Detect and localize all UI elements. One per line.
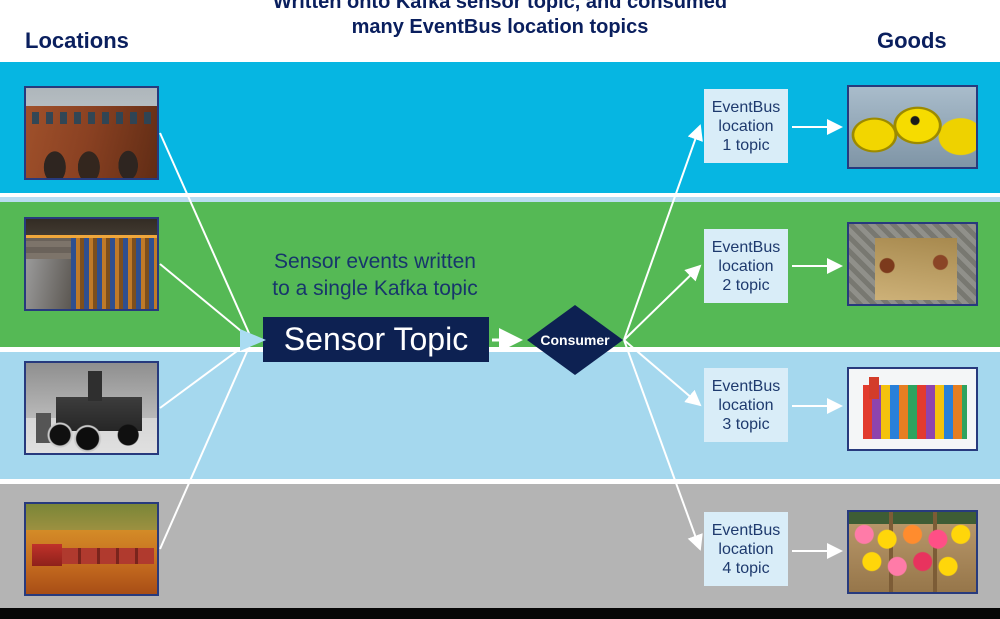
sensor-topic-box: Sensor Topic	[263, 317, 489, 362]
band-divider-strip	[0, 197, 1000, 202]
location-photo-factory	[24, 86, 159, 180]
eventbus-location-4-box: EventBus location 4 topic	[704, 512, 788, 586]
location-photo-vintage-truck	[24, 361, 159, 455]
goods-photo-radioactive-barrels	[847, 85, 978, 169]
location-photo-warehouse	[24, 217, 159, 311]
goods-photo-fireworks	[847, 367, 978, 451]
diagram-title-line2: many EventBus location topics	[351, 16, 649, 38]
sensor-events-annotation: Sensor events written to a single Kafka …	[272, 250, 478, 300]
eventbus-location-2-box: EventBus location 2 topic	[704, 229, 788, 303]
eventbus-location-1-box: EventBus location 1 topic	[704, 89, 788, 163]
goods-photo-chickens-box	[847, 222, 978, 306]
goods-header: Goods	[877, 28, 947, 53]
diagram-title: Written onto Kafka sensor topic, and con…	[0, 0, 1000, 40]
bottom-black-bar	[0, 608, 1000, 619]
locations-header: Locations	[25, 28, 129, 53]
diagram-title-line1: Written onto Kafka sensor topic, and con…	[272, 0, 728, 13]
eventbus-location-3-box: EventBus location 3 topic	[704, 368, 788, 442]
location-photo-road-train	[24, 502, 159, 596]
goods-photo-flowers	[847, 510, 978, 594]
